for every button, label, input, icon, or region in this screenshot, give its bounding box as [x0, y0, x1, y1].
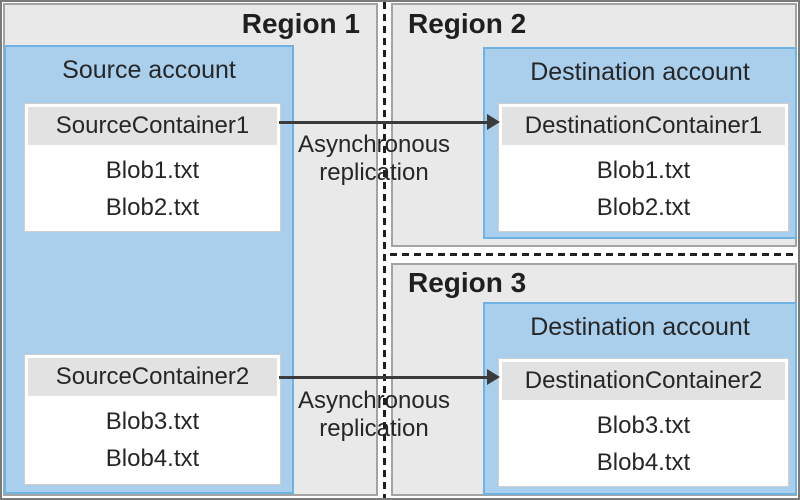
blob-item: Blob3.txt	[596, 412, 691, 439]
blob-item: Blob1.txt	[596, 157, 691, 184]
replication-arrow-1	[279, 121, 489, 124]
blob-list: Blob3.txt Blob4.txt	[25, 396, 280, 477]
container-sourcecontainer1-name: SourceContainer1	[28, 107, 277, 145]
replication-label-2: Asynchronous replication	[279, 387, 469, 443]
replication-label-line: Asynchronous	[297, 387, 451, 414]
destination-account-title: Destination account	[530, 58, 750, 86]
replication-arrow-2	[279, 376, 489, 379]
blob-item: Blob4.txt	[596, 449, 691, 476]
arrowhead-icon	[487, 369, 500, 385]
replication-label-line: replication	[319, 415, 429, 442]
container-destinationcontainer1-name: DestinationContainer1	[502, 107, 785, 145]
blob-item: Blob2.txt	[596, 194, 691, 221]
source-account-box: Source account SourceContainer1 Blob1.tx…	[4, 45, 294, 494]
blob-list: Blob3.txt Blob4.txt	[499, 400, 788, 481]
source-account-title: Source account	[62, 56, 236, 84]
region-divider-vertical	[383, 2, 386, 498]
arrowhead-icon	[487, 114, 500, 130]
blob-item: Blob3.txt	[105, 408, 200, 435]
region-divider-horizontal	[390, 253, 798, 256]
replication-label-line: replication	[319, 159, 429, 186]
blob-item: Blob4.txt	[105, 445, 200, 472]
blob-item: Blob1.txt	[105, 157, 200, 184]
region-1-title: Region 1	[241, 8, 360, 39]
region-2-title: Region 2	[408, 8, 527, 39]
container-destinationcontainer1: DestinationContainer1 Blob1.txt Blob2.tx…	[498, 103, 789, 232]
destination-account-box-region2: Destination account DestinationContainer…	[483, 47, 797, 239]
blob-list: Blob1.txt Blob2.txt	[499, 145, 788, 226]
blob-list: Blob1.txt Blob2.txt	[25, 145, 280, 226]
destination-account-box-region3: Destination account DestinationContainer…	[483, 302, 797, 495]
container-sourcecontainer1: SourceContainer1 Blob1.txt Blob2.txt	[24, 103, 281, 232]
container-sourcecontainer2: SourceContainer2 Blob3.txt Blob4.txt	[24, 354, 281, 485]
container-sourcecontainer2-name: SourceContainer2	[28, 358, 277, 396]
container-destinationcontainer2-name: DestinationContainer2	[502, 362, 785, 400]
destination-account-title: Destination account	[530, 313, 750, 341]
container-destinationcontainer2: DestinationContainer2 Blob3.txt Blob4.tx…	[498, 358, 789, 487]
replication-label-1: Asynchronous replication	[279, 131, 469, 187]
replication-label-line: Asynchronous	[297, 131, 451, 158]
region-3-title: Region 3	[408, 267, 527, 298]
blob-item: Blob2.txt	[105, 194, 200, 221]
